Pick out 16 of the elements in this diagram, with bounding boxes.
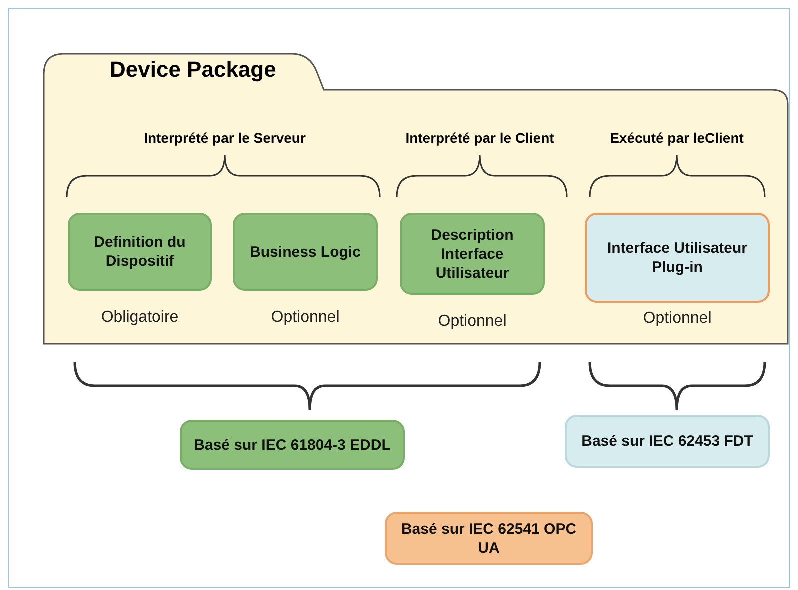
component-box: Basé sur IEC 61804-3 EDDL (180, 420, 405, 470)
component-box: Business Logic (233, 213, 378, 291)
package-title: Device Package (110, 57, 276, 83)
status-label: Obligatoire (101, 309, 179, 327)
component-box: Description Interface Utilisateur (400, 213, 545, 295)
group-heading: Interprété par le Client (406, 130, 554, 146)
status-label: Optionnel (438, 313, 507, 331)
component-box: Interface Utilisateur Plug-in (585, 213, 770, 303)
package-folder (42, 52, 792, 347)
group-heading: Interprété par le Serveur (144, 130, 306, 146)
component-box: Basé sur IEC 62453 FDT (565, 415, 770, 468)
group-heading: Exécuté par leClient (610, 130, 744, 146)
component-box: Basé sur IEC 62541 OPC UA (385, 512, 593, 565)
status-label: Optionnel (271, 309, 340, 327)
component-box: Definition du Dispositif (68, 213, 212, 291)
status-label: Optionnel (643, 310, 712, 328)
